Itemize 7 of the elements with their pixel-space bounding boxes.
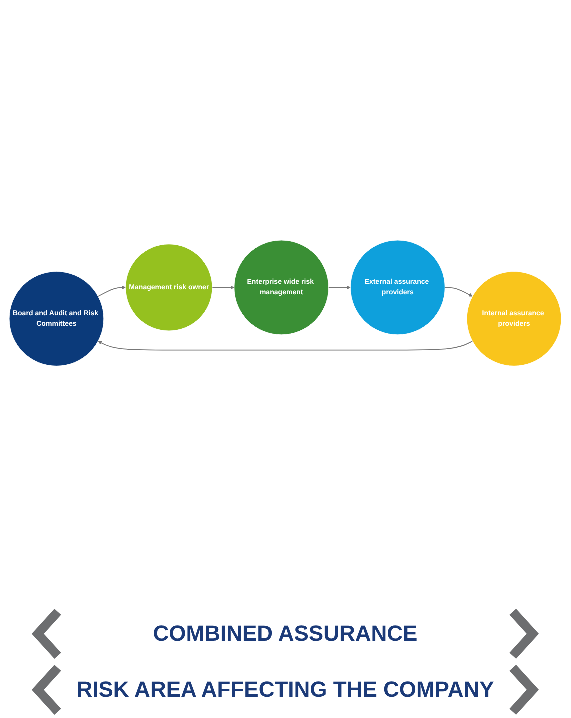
arrow	[212, 285, 235, 290]
band-label: RISK AREA AFFECTING THE COMPANY	[76, 677, 494, 703]
arrow	[328, 285, 351, 290]
arrow	[444, 286, 473, 296]
band-label: COMBINED ASSURANCE	[153, 621, 418, 647]
arrow	[98, 340, 474, 350]
arrow	[98, 285, 126, 297]
